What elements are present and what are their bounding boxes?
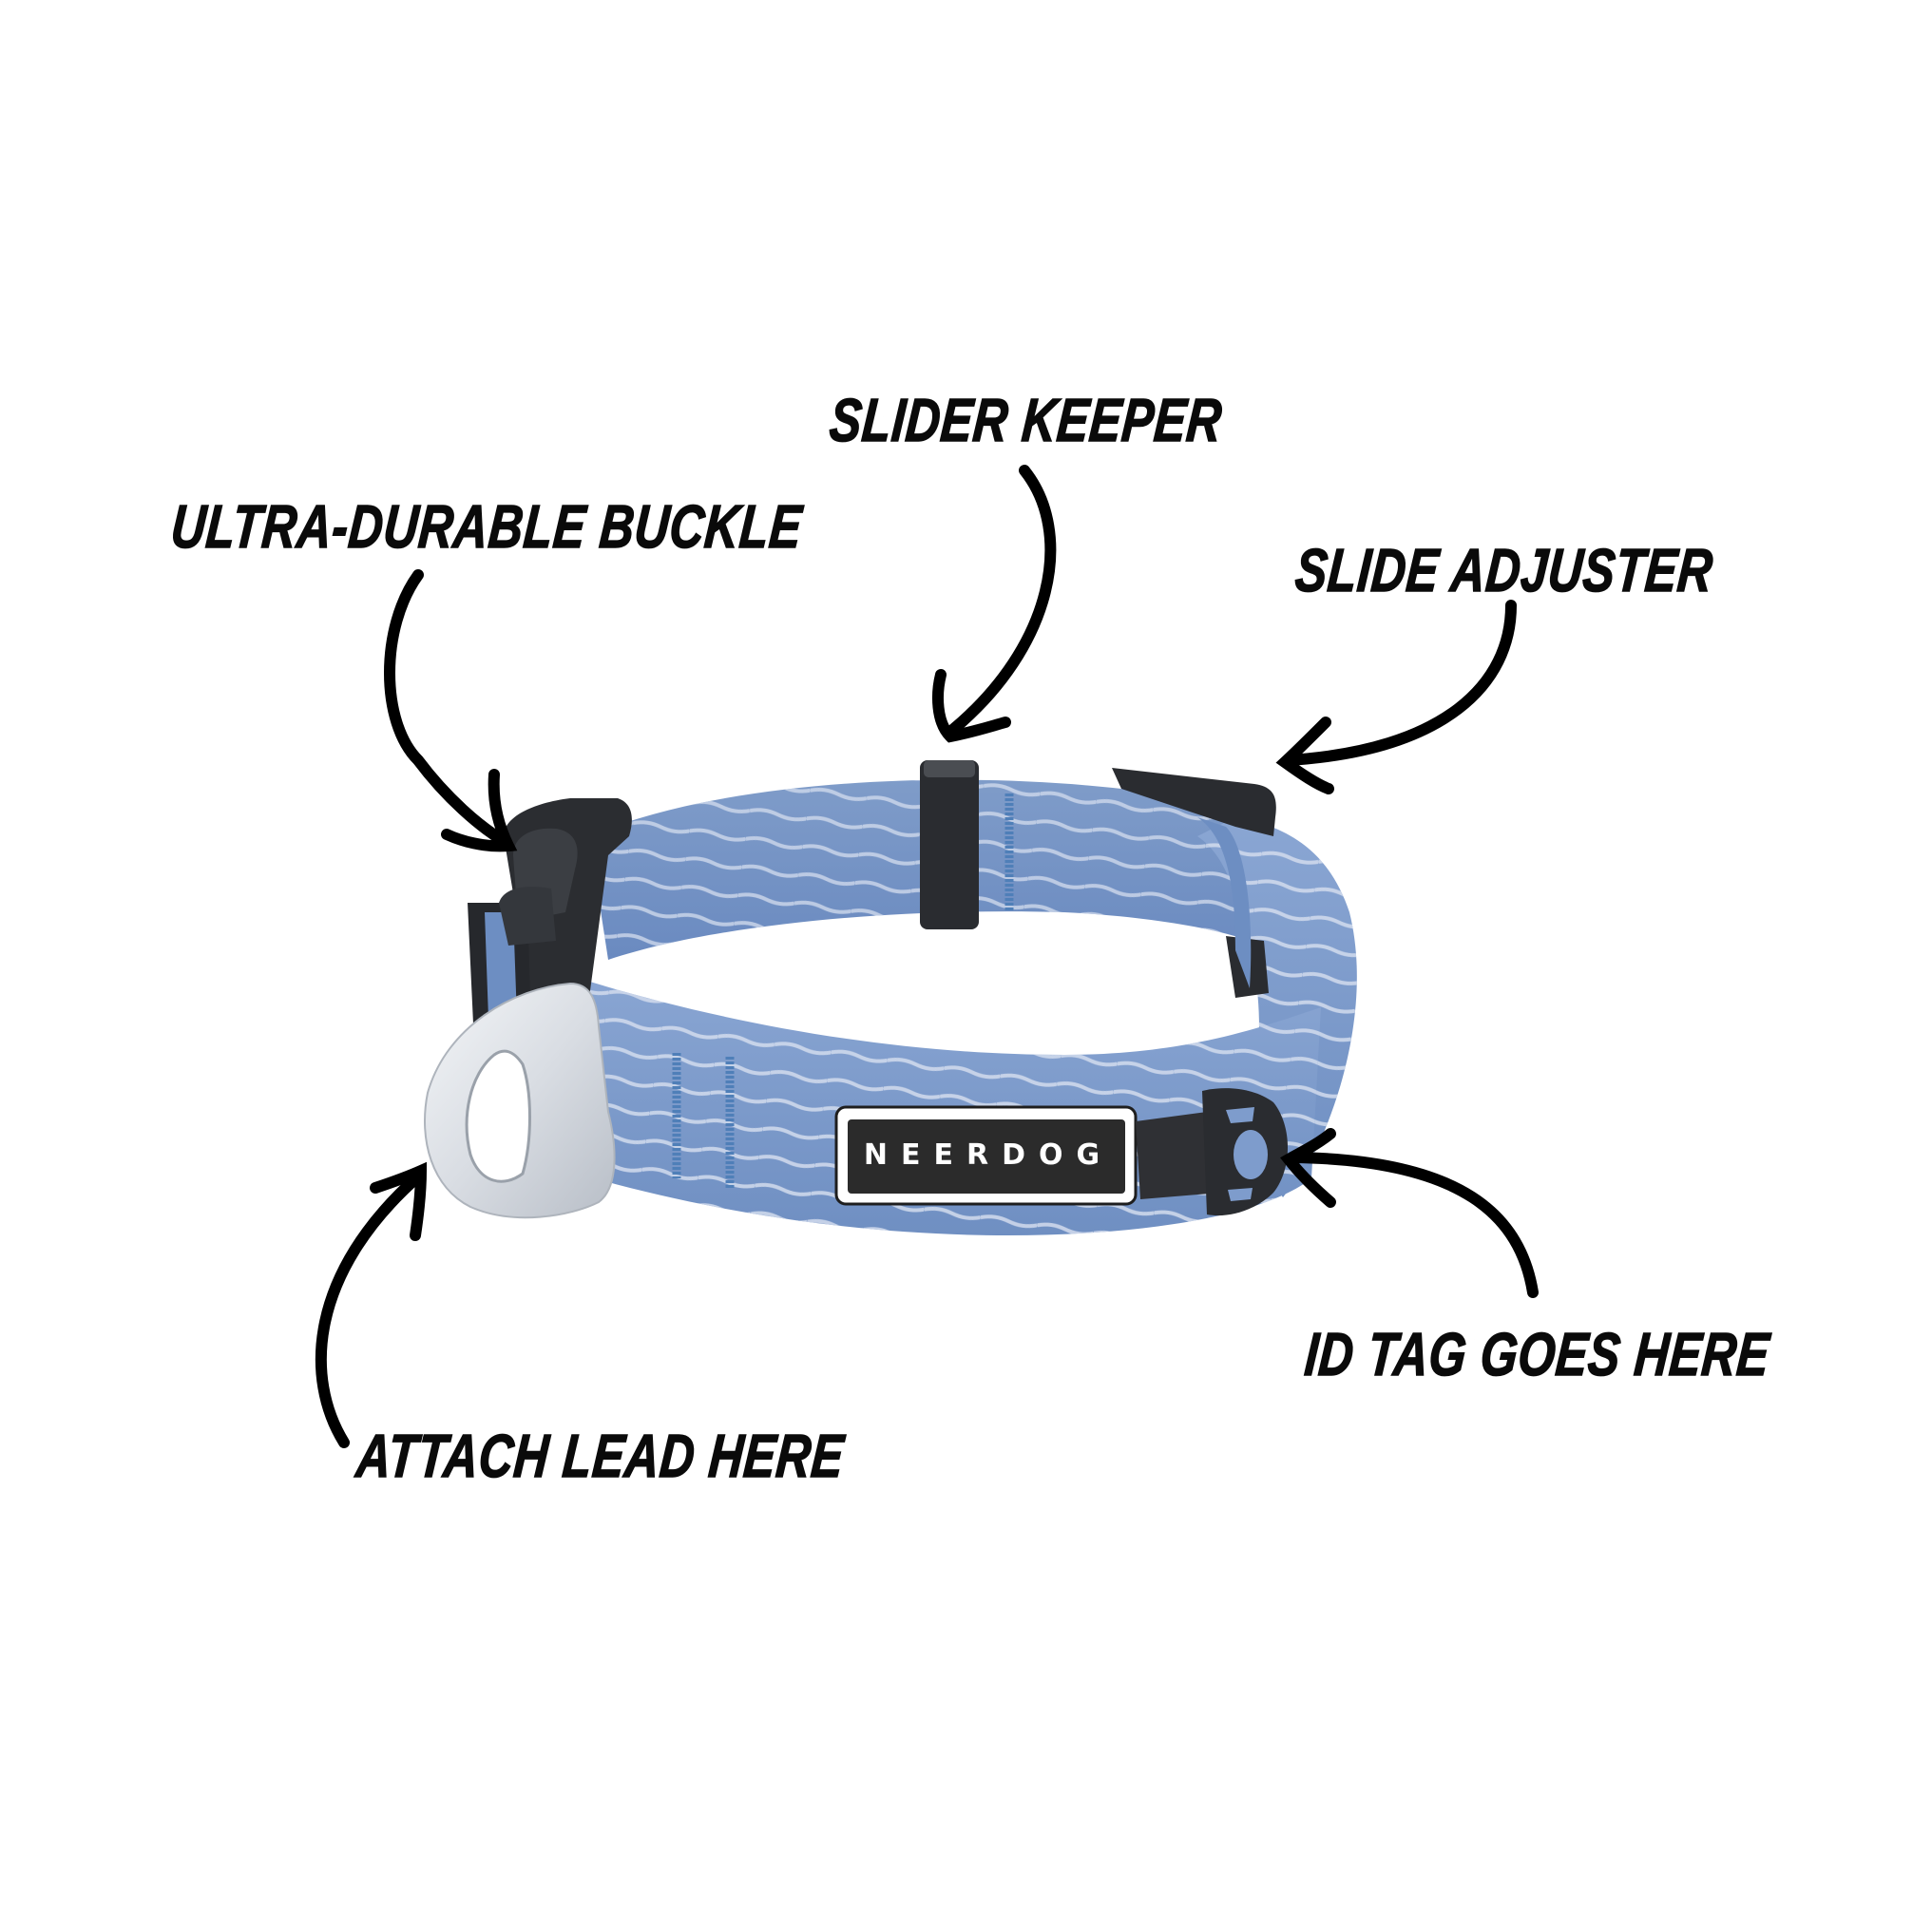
id-tag-loop (1136, 1088, 1288, 1216)
label-attach-lead-here: ATTACH LEAD HERE (354, 1421, 848, 1490)
stitching-front (672, 1053, 735, 1188)
arrow-slide-adjuster (1282, 600, 1517, 766)
brand-patch (834, 1105, 1138, 1206)
slide-adjuster (1112, 768, 1276, 998)
label-id-tag-goes-here: ID TAG GOES HERE (1302, 1319, 1773, 1388)
strap-right (1197, 817, 1357, 1197)
d-ring (424, 982, 616, 1219)
label-slide-adjuster: SLIDE ADJUSTER (1292, 535, 1716, 604)
arrows (315, 465, 1539, 1448)
slider-keeper (920, 760, 979, 929)
label-ultra-durable-buckle: ULTRA-DURABLE BUCKLE (168, 491, 806, 561)
arrow-slider-keeper (945, 465, 1057, 737)
label-slider-keeper: SLIDER KEEPER (827, 385, 1226, 454)
arrow-buckle (384, 569, 509, 847)
brand-patch-text: NEERDOG (863, 1138, 1114, 1172)
arrow-id-tag (1287, 1152, 1539, 1298)
arrow-attach-lead (315, 1171, 424, 1448)
